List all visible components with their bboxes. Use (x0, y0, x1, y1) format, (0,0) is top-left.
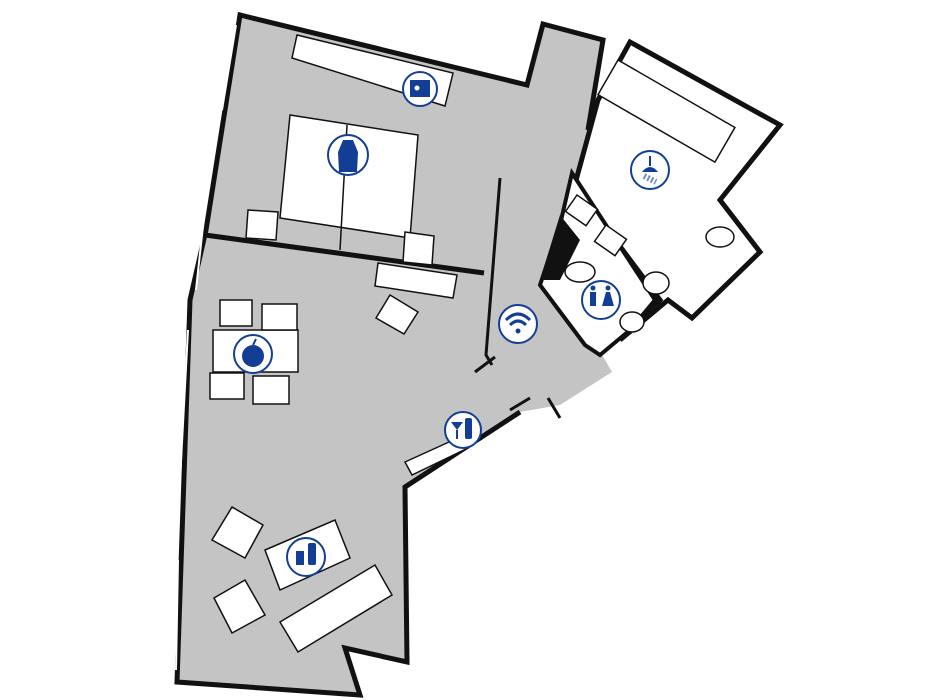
dining-chair (261, 303, 298, 331)
sink (593, 223, 628, 257)
nightstand (245, 209, 279, 241)
dining-chair (209, 372, 245, 400)
sofa (278, 563, 394, 654)
door-jamb (474, 355, 496, 374)
window (175, 559, 179, 671)
bidet (619, 311, 645, 333)
shaft (540, 215, 580, 280)
armchair (210, 505, 265, 560)
bed (279, 114, 419, 239)
main-room-wall (174, 11, 606, 698)
desk (374, 262, 458, 299)
minibar-icon (444, 411, 482, 449)
wifi-icon (498, 304, 538, 344)
armchair (213, 578, 267, 635)
window (179, 329, 189, 481)
sink (564, 193, 599, 227)
toilet-icon (581, 280, 621, 320)
bidet (705, 226, 735, 248)
toilet (642, 271, 670, 295)
door-jamb (546, 397, 562, 419)
window (195, 179, 209, 291)
partition-wall (204, 232, 485, 276)
bathrobe-icon (327, 134, 369, 176)
chair (374, 293, 420, 336)
shower-icon (630, 150, 670, 190)
nightstand (402, 231, 435, 266)
dining-chair (219, 299, 253, 327)
drinks-icon (286, 537, 326, 577)
bathtub (596, 58, 736, 164)
window (221, 24, 237, 111)
safe-icon (402, 71, 438, 107)
door-jamb (509, 396, 531, 412)
dining-chair (252, 375, 290, 405)
apple-icon (233, 334, 273, 374)
toilet (564, 261, 596, 283)
